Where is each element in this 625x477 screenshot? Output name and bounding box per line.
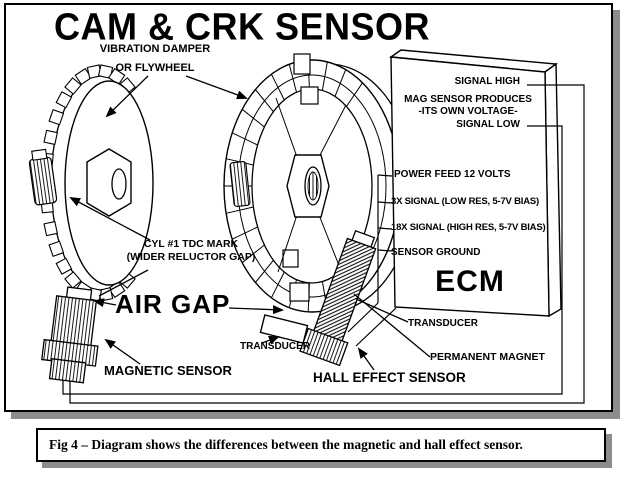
permanent-magnet-label: PERMANENT MAGNET bbox=[430, 351, 545, 363]
ecm-power-feed-label: POWER FEED 12 VOLTS bbox=[394, 169, 511, 180]
ecm-mag-note-line2: -ITS OWN VOLTAGE- bbox=[418, 106, 518, 117]
vibration-damper-line1: VIBRATION DAMPER bbox=[99, 43, 211, 55]
ecm-mag-note-line1: MAG SENSOR PRODUCES bbox=[404, 94, 532, 105]
ecm-signal-high-label: SIGNAL HIGH bbox=[454, 76, 520, 87]
ecm-signal-low-label: SIGNAL LOW bbox=[456, 119, 520, 130]
transducer-right-label: TRANSDUCER bbox=[408, 318, 478, 329]
magnetic-sensor-label: MAGNETIC SENSOR bbox=[104, 363, 232, 378]
ecm-mag-note: MAG SENSOR PRODUCES -ITS OWN VOLTAGE- bbox=[400, 94, 536, 118]
tdc-mark-line2: (WIDER RELUCTOR GAP) bbox=[126, 251, 256, 263]
page-title: CAM & CRK SENSOR bbox=[54, 5, 431, 49]
ecm-18x-signal-label: 18X SIGNAL (HIGH RES, 5-7V BIAS) bbox=[391, 222, 546, 233]
vibration-damper-line2: OR FLYWHEEL bbox=[115, 62, 195, 74]
ecm-sensor-ground-label: SENSOR GROUND bbox=[391, 247, 481, 258]
vibration-damper-label: VIBRATION DAMPER OR FLYWHEEL bbox=[96, 40, 214, 78]
hall-effect-sensor-label: HALL EFFECT SENSOR bbox=[313, 370, 466, 385]
tdc-mark-label: CYL #1 TDC MARK (WIDER RELUCTOR GAP) bbox=[118, 238, 264, 264]
transducer-left-label: TRANSDUCER bbox=[240, 341, 310, 352]
ecm-3x-signal-label: 3X SIGNAL (LOW RES, 5-7V BIAS) bbox=[391, 196, 539, 207]
ecm-name: ECM bbox=[435, 265, 505, 298]
tdc-mark-line1: CYL #1 TDC MARK bbox=[143, 238, 239, 250]
figure-caption: Fig 4 – Diagram shows the differences be… bbox=[49, 437, 523, 452]
air-gap-label: AIR GAP bbox=[115, 289, 231, 319]
figure-caption-box: Fig 4 – Diagram shows the differences be… bbox=[36, 428, 606, 462]
